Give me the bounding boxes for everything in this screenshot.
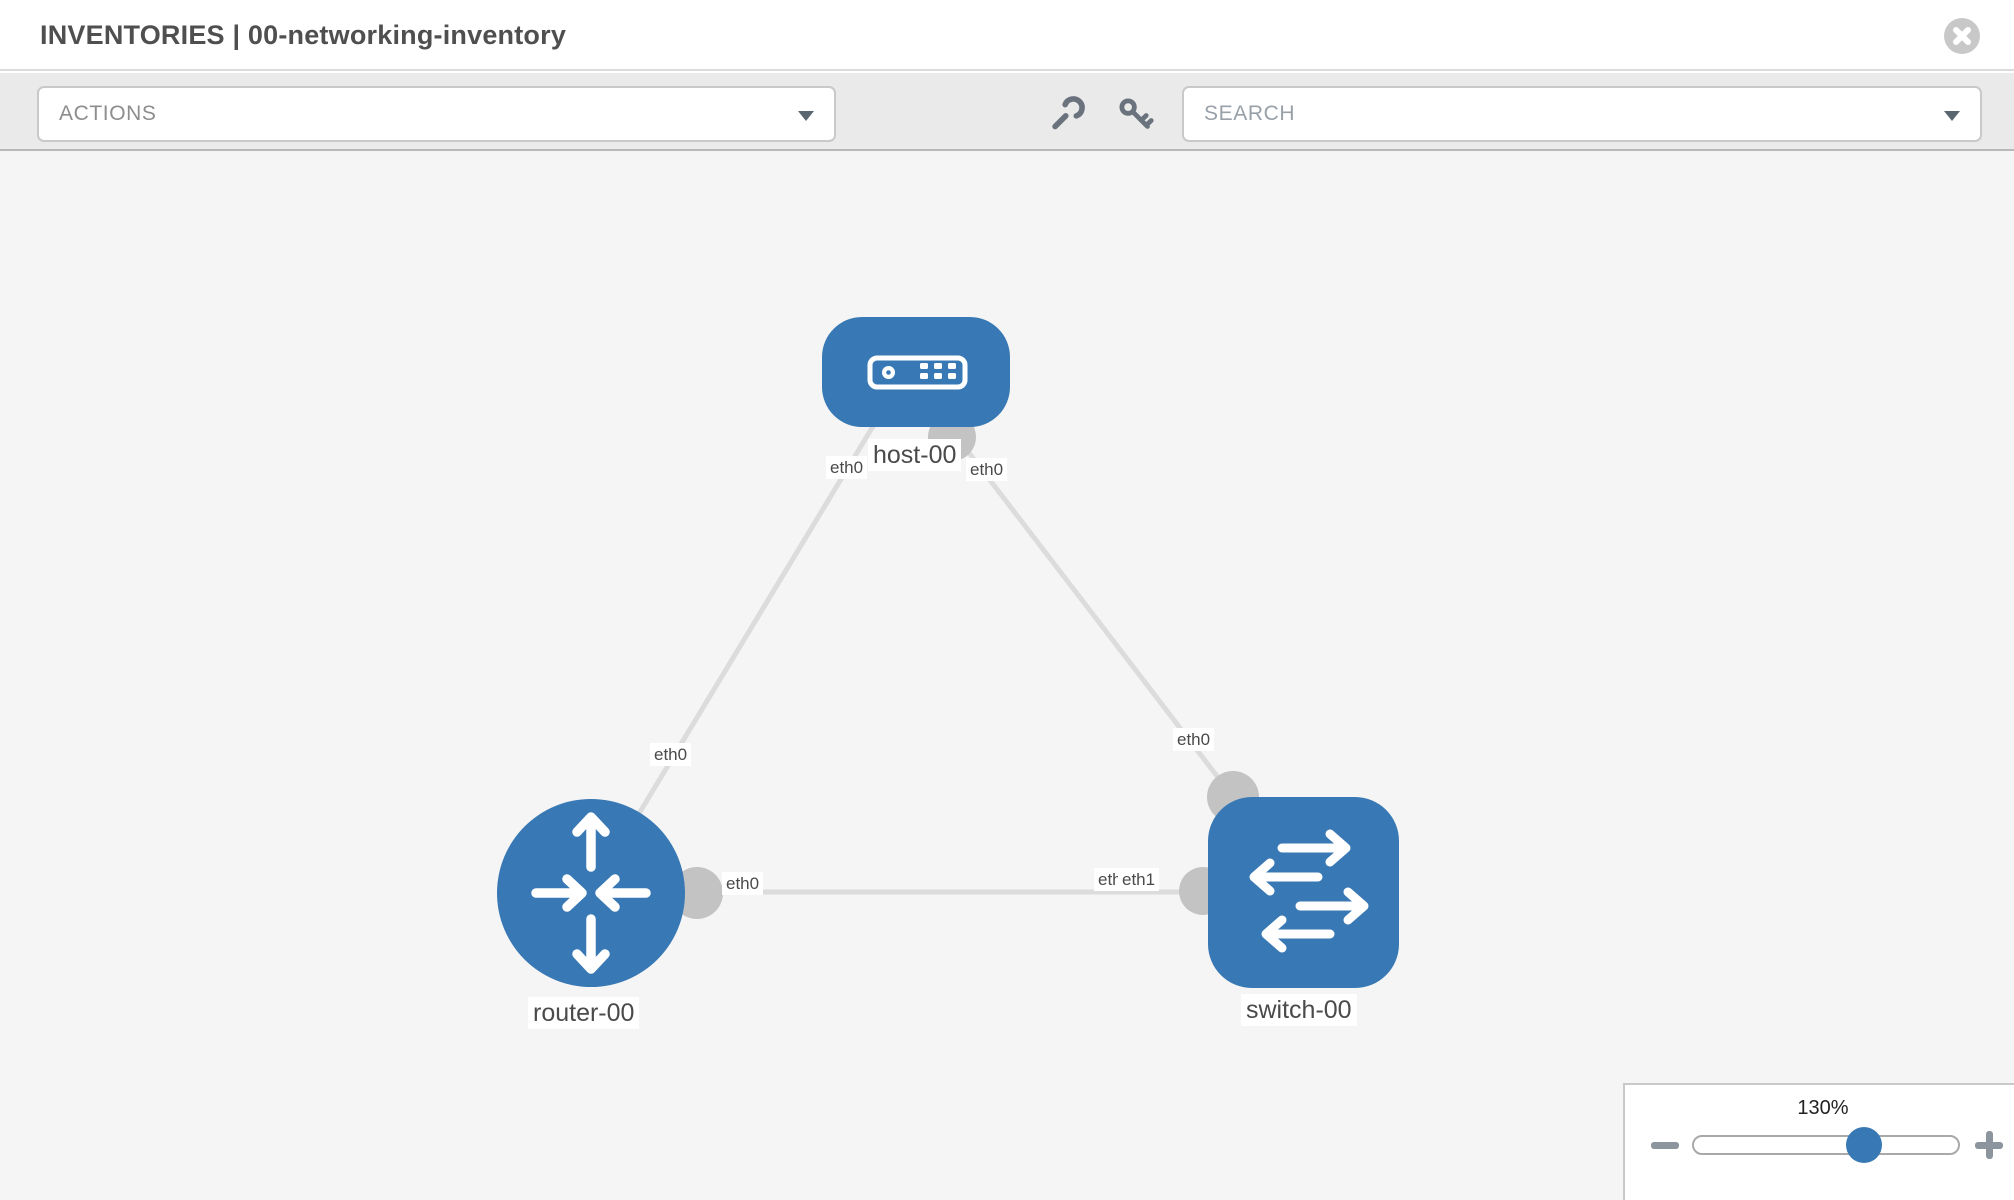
router-arrows-icon	[531, 812, 651, 974]
key-icon	[1119, 98, 1154, 129]
zoom-level: 130%	[1797, 1097, 1849, 1119]
node-host-00[interactable]	[822, 317, 1010, 427]
close-button[interactable]	[1944, 18, 1980, 54]
interface-label: eth0	[1173, 728, 1215, 751]
interface-label: eth0	[722, 872, 764, 895]
node-label-host-00: host-00	[868, 439, 962, 471]
close-icon	[1953, 27, 1971, 45]
server-icon	[867, 355, 968, 390]
link-lines	[588, 416, 1300, 895]
zoom-out-button[interactable]	[1647, 1127, 1683, 1163]
interface-label: eth0	[826, 456, 868, 479]
page-title: INVENTORIES | 00-networking-inventory	[40, 20, 567, 50]
switch-arrows-icon	[1249, 829, 1369, 953]
zoom-in-button[interactable]	[1971, 1127, 2007, 1163]
port-connectors	[671, 413, 1259, 919]
node-switch-00[interactable]	[1208, 797, 1399, 988]
plus-icon	[1986, 1131, 1993, 1159]
wrench-icon	[1052, 95, 1085, 129]
node-label-router-00: router-00	[528, 997, 640, 1029]
search-dropdown[interactable]: SEARCH	[1182, 86, 1982, 142]
toolbar: ACTIONS SEARCH	[0, 73, 2014, 151]
node-router-00[interactable]	[497, 799, 685, 987]
interface-label: eth0	[650, 743, 692, 766]
header-bar: INVENTORIES | 00-networking-inventory	[0, 0, 2014, 71]
actions-dropdown-label: ACTIONS	[59, 102, 157, 125]
key-button[interactable]	[1113, 93, 1157, 137]
actions-dropdown[interactable]: ACTIONS	[37, 86, 836, 142]
topology-canvas[interactable]: eth0 host-00 eth0 eth0 eth0 eth0 eth0 et…	[0, 151, 2014, 1200]
zoom-slider-track[interactable]	[1692, 1135, 1960, 1155]
caret-down-icon	[798, 111, 814, 121]
interface-label: eth1	[1118, 868, 1160, 891]
zoom-slider-handle[interactable]	[1846, 1127, 1882, 1163]
zoom-panel: 130%	[1623, 1083, 2014, 1200]
minus-icon	[1651, 1142, 1679, 1149]
node-label-switch-00: switch-00	[1241, 994, 1357, 1026]
caret-down-icon	[1944, 111, 1960, 121]
interface-label: eth0	[966, 458, 1008, 481]
wrench-button[interactable]	[1045, 93, 1089, 137]
search-placeholder: SEARCH	[1204, 102, 1296, 125]
